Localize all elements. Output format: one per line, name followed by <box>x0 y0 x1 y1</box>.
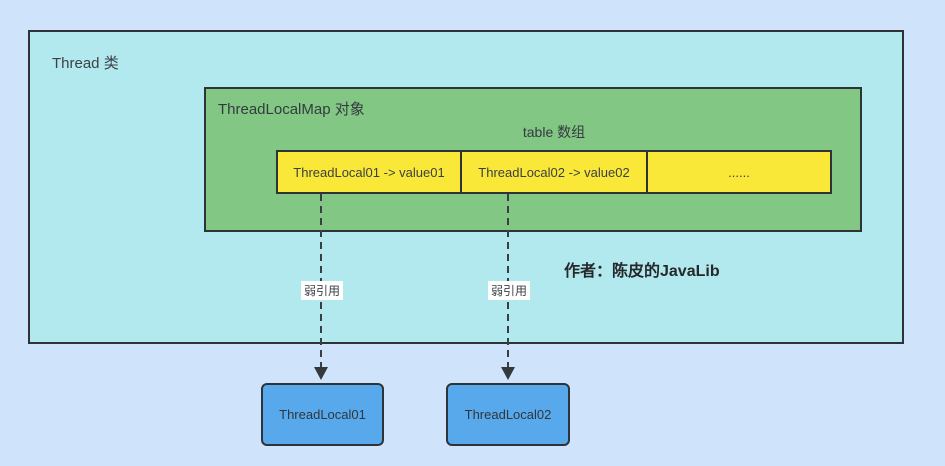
thread-class-label: Thread 类 <box>52 55 119 72</box>
threadlocalmap-box: ThreadLocalMap 对象 table 数组 ThreadLocal01… <box>204 87 862 232</box>
author-note: 作者：陈皮的JavaLib <box>564 263 720 280</box>
table-cell-entry2: ThreadLocal02 -> value02 <box>460 150 648 194</box>
table-array-row: ThreadLocal01 -> value01 ThreadLocal02 -… <box>276 150 832 194</box>
threadlocal02-object-box: ThreadLocal02 <box>446 383 570 446</box>
arrow-down-icon <box>501 367 515 380</box>
thread-class-box: Thread 类 ThreadLocalMap 对象 table 数组 Thre… <box>28 30 904 344</box>
threadlocalmap-label: ThreadLocalMap 对象 <box>218 101 365 118</box>
threadlocal01-object-box: ThreadLocal01 <box>261 383 384 446</box>
table-array-label: table 数组 <box>522 124 586 140</box>
weak-ref-label-2: 弱引用 <box>487 281 531 300</box>
weak-ref-label-1: 弱引用 <box>300 281 344 300</box>
arrow-down-icon <box>314 367 328 380</box>
table-cell-ellipsis: ...... <box>646 150 832 194</box>
table-cell-entry1: ThreadLocal01 -> value01 <box>276 150 462 194</box>
